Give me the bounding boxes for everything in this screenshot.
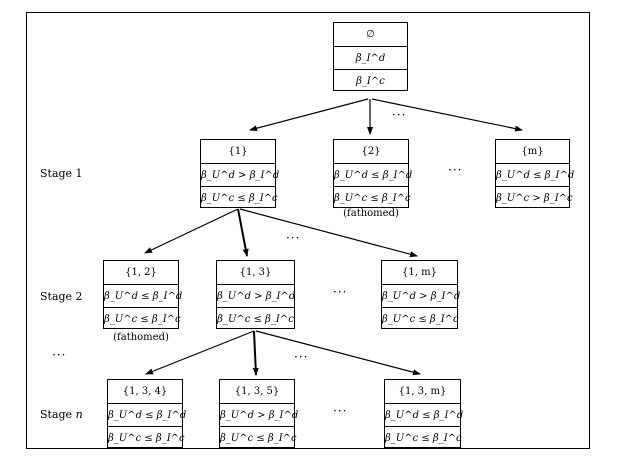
node-1-2-label: {1, 2} [125, 267, 157, 278]
node-m-row2: β_U^c > β_I^c [496, 186, 573, 209]
node-1-3-row2: β_U^c ≤ β_I^c [217, 307, 294, 330]
node-1-3-5-row2: β_U^c ≤ β_I^c [220, 426, 297, 449]
ellipsis-stage-n: ··· [333, 404, 348, 418]
node-1-3-5: {1, 3, 5} β_U^d > β_I^d β_U^c ≤ β_I^c [219, 379, 298, 449]
node-1-2-row1: β_U^d ≤ β_I^d [104, 284, 182, 307]
node-1-m: {1, m} β_U^d > β_I^d β_U^c ≤ β_I^c [381, 260, 460, 330]
node-m-label: {m} [521, 146, 544, 157]
node-1-m-row1: β_U^d > β_I^d [382, 284, 460, 307]
stage-1-label: Stage 1 [40, 167, 83, 180]
node-root-label: ∅ [366, 29, 375, 40]
node-1-3-5-row1: β_U^d > β_I^d [220, 403, 298, 426]
node-1-label: {1} [228, 146, 248, 157]
node-2-label: {2} [361, 146, 381, 157]
ellipsis-n1-children: ··· [286, 231, 301, 245]
node-1-3-m-label: {1, 3, m} [398, 386, 447, 397]
node-1-2-fathomed-note: (fathomed) [113, 332, 169, 343]
node-root: ∅ β_I^d β_I^c [333, 22, 408, 91]
node-1-3-4-row1: β_U^d ≤ β_I^d [108, 403, 186, 426]
edge-root-nm [371, 98, 523, 132]
node-2-fathomed-note: (fathomed) [343, 208, 399, 219]
node-1-3-m-row2: β_U^c ≤ β_I^c [385, 426, 462, 449]
node-1-3-4: {1, 3, 4} β_U^d ≤ β_I^d β_U^c ≤ β_I^c [107, 379, 186, 449]
stage-n-label: Stage n [40, 408, 83, 421]
node-1-3-m: {1, 3, m} β_U^d ≤ β_I^d β_U^c ≤ β_I^c [384, 379, 463, 449]
node-2: {2} β_U^d ≤ β_I^d β_U^c ≤ β_I^c [333, 139, 412, 209]
ellipsis-root-children: ··· [392, 108, 407, 122]
node-1-m-label: {1, m} [402, 267, 437, 278]
edge-n13-n134 [145, 330, 255, 375]
node-root-row2: β_I^c [334, 69, 407, 92]
node-root-row1: β_I^d [334, 46, 407, 69]
edge-n1-n13 [237, 208, 249, 257]
ellipsis-stage-2: ··· [333, 285, 348, 299]
ellipsis-n13-children: ··· [294, 350, 309, 364]
edge-n1-n1m [239, 208, 418, 258]
node-m: {m} β_U^d ≤ β_I^d β_U^c > β_I^c [495, 139, 574, 209]
node-1-3-5-label: {1, 3, 5} [234, 386, 280, 397]
node-m-row1: β_U^d ≤ β_I^d [496, 163, 574, 186]
edge-n1-n12 [144, 208, 239, 254]
node-2-row1: β_U^d ≤ β_I^d [334, 163, 412, 186]
node-1-row2: β_U^c ≤ β_I^c [201, 186, 278, 209]
node-1-3-row1: β_U^d > β_I^d [217, 284, 295, 307]
node-1: {1} β_U^d > β_I^d β_U^c ≤ β_I^c [200, 139, 279, 209]
node-1-row1: β_U^d > β_I^d [201, 163, 279, 186]
ellipsis-stages: ··· [52, 348, 67, 362]
node-1-3-4-label: {1, 3, 4} [122, 386, 168, 397]
node-1-m-row2: β_U^c ≤ β_I^c [382, 307, 459, 330]
edge-n13-n135 [252, 330, 259, 376]
node-1-3: {1, 3} β_U^d > β_I^d β_U^c ≤ β_I^c [216, 260, 295, 329]
node-1-3-4-row2: β_U^c ≤ β_I^c [108, 426, 185, 449]
edge-n13-n13m [255, 330, 421, 376]
node-1-3-m-row1: β_U^d ≤ β_I^d [385, 403, 463, 426]
diagram-frame [26, 12, 590, 449]
ellipsis-stage-1: ··· [448, 163, 463, 177]
node-1-2: {1, 2} β_U^d ≤ β_I^d β_U^c ≤ β_I^c [103, 260, 182, 330]
node-1-3-label: {1, 3} [239, 267, 272, 278]
node-1-2-row2: β_U^c ≤ β_I^c [104, 307, 181, 330]
node-2-row2: β_U^c ≤ β_I^c [334, 186, 411, 209]
edge-root-n1 [249, 98, 369, 132]
stage-2-label: Stage 2 [40, 290, 83, 303]
